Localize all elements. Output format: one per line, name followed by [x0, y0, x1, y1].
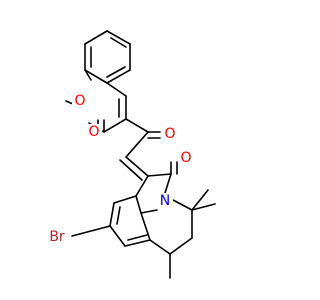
ketone-oxygen-label: O [164, 126, 175, 142]
lactone-carbonyl-oxygen-label: O [88, 124, 99, 140]
bond [125, 131, 149, 158]
bonds [65, 30, 216, 279]
label-background [72, 93, 88, 109]
bond [106, 30, 131, 45]
label-background [86, 124, 102, 140]
bond [116, 206, 121, 225]
label-background [44, 229, 70, 245]
bond [125, 118, 149, 133]
bond [84, 69, 108, 84]
bond [106, 66, 126, 78]
bond [135, 175, 149, 197]
label-background [162, 126, 178, 142]
bond [84, 30, 108, 45]
bond [103, 118, 127, 133]
bond [149, 239, 171, 255]
bond [127, 234, 148, 241]
label-background [178, 150, 194, 166]
bond [172, 199, 193, 211]
bond [106, 69, 131, 84]
ring-oxygen-label: O [74, 93, 85, 109]
bond [135, 195, 142, 214]
bond [84, 69, 92, 81]
bond [169, 237, 193, 255]
bond [119, 159, 143, 181]
bond [140, 209, 158, 214]
bond [191, 189, 209, 211]
bromine-label: Br [49, 229, 65, 245]
lactam-carbonyl-oxygen-label: O [180, 150, 191, 166]
bond [140, 212, 151, 241]
nitrogen-label: N [160, 193, 170, 209]
structure-canvas: O O O O N Br [44, 30, 216, 279]
bond [164, 173, 172, 194]
bond [113, 195, 137, 204]
bond [125, 156, 149, 177]
bond [147, 173, 172, 177]
atom-labels: O O O O N Br [44, 93, 194, 245]
bond [109, 202, 115, 227]
bond [124, 239, 151, 247]
molecule-structure: O O O O N Br [44, 30, 216, 279]
label-background [157, 193, 173, 209]
bond [71, 225, 111, 237]
bond [109, 225, 126, 247]
bond [110, 37, 127, 48]
bond [106, 82, 127, 97]
bond [191, 203, 216, 211]
